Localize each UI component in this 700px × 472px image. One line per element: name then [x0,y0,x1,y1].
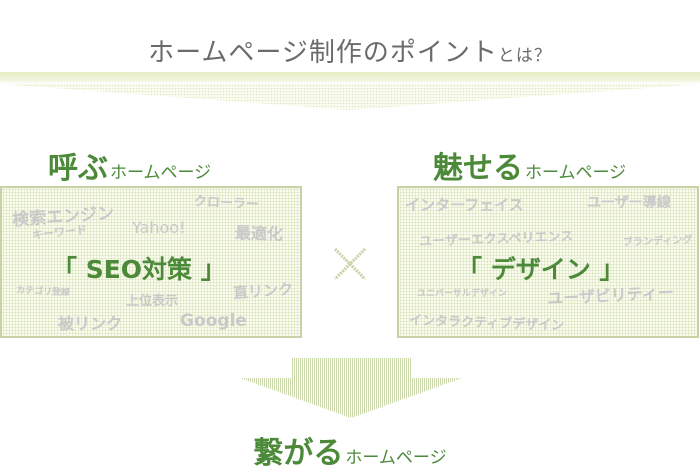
keyword-user-flow: ユーザー導線 [587,195,671,211]
keyword-direct-link: 直リンク [232,279,294,303]
design-main-keyword: 「 デザイン 」 [457,255,625,284]
keyword-top-ranking: 上位表示 [126,294,179,309]
result-title-big: 繋がる [253,436,344,471]
result-title: 繋がるホームページ [0,428,700,472]
multiply-icon [333,247,367,281]
left-title-big: 呼ぶ [48,151,108,186]
keyword-google: Google [180,311,247,331]
keyword-crawler: クローラー [193,194,260,213]
left-section-title: 呼ぶホームページ [48,143,211,187]
heading-band [0,72,700,84]
design-keyword-box: インターフェイス ユーザー導線 ユーザーエクスペリエンス ブランディング ユニバ… [397,186,699,338]
heading-main: ホームページ制作のポイント [148,38,498,68]
heading-suffix: とは？ [497,46,552,66]
keyword-branding: ブランディング [622,234,693,249]
keyword-user-experience: ユーザーエクスペリエンス [418,229,574,250]
left-title-small: ホームページ [110,163,212,183]
keyword-yahoo: Yahoo! [132,218,186,237]
seo-main-keyword: 「 SEO対策 」 [52,255,226,284]
page-heading: ホームページ制作のポイントとは？ [0,32,700,69]
right-title-small: ホームページ [525,163,627,183]
keyword-optimization: 最適化 [234,223,284,244]
right-title-big: 魅せる [433,151,523,186]
keyword-backlink: 被リンク [58,314,123,333]
result-title-small: ホームページ [345,448,447,468]
keyword-interactive-design: インタラクティブデザイン [408,313,565,334]
keyword-universal-design: ユニバーサルデザイン [417,289,507,299]
keyword-interface: インターフェイス [405,196,524,214]
down-arrow-icon [240,358,462,418]
right-section-title: 魅せるホームページ [433,143,626,187]
seo-keyword-box: 検索エンジン クローラー キーワード Yahoo! 最適化 カテゴリ登録 上位表… [0,186,302,338]
heading-chevron-shape [0,84,700,110]
